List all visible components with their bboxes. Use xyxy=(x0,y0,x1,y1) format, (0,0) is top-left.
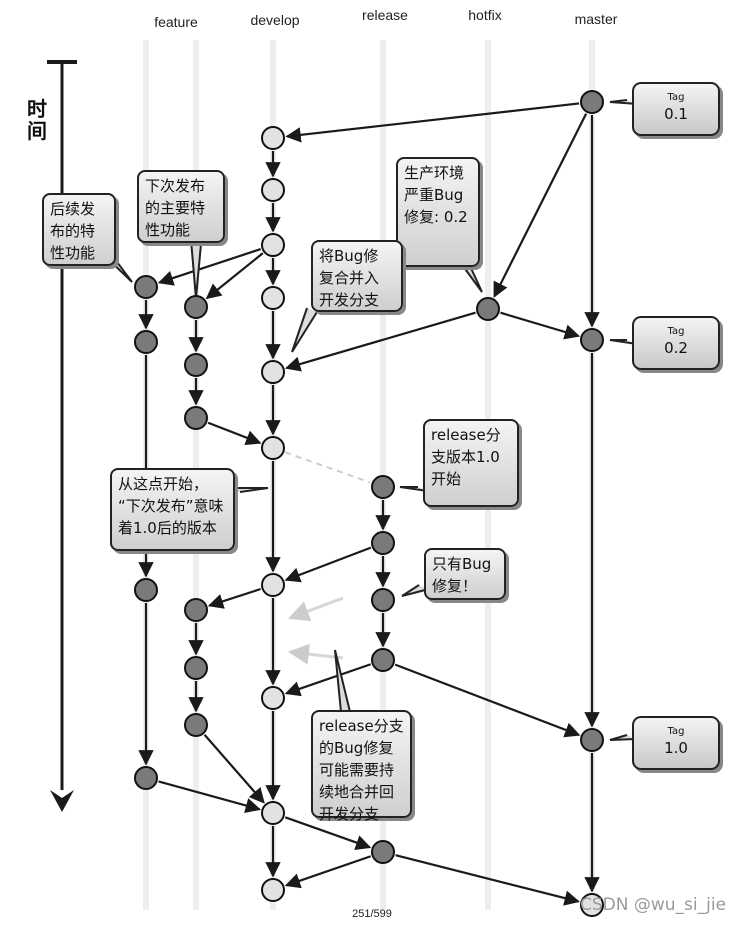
commit-node-d8 xyxy=(261,686,285,710)
tag-1-0-label: Tag xyxy=(667,726,685,737)
lane-label-hotfix: hotfix xyxy=(468,7,502,23)
callout-tail-7 xyxy=(334,649,352,717)
commit-node-d4 xyxy=(261,286,285,310)
tag-0-2-label: Tag xyxy=(667,326,685,337)
callout-tail-1 xyxy=(190,239,202,299)
callout-tail-8 xyxy=(609,99,638,105)
edge-r5-d10 xyxy=(284,855,372,889)
commit-node-f2a xyxy=(184,295,208,319)
callout-tail-4 xyxy=(399,486,429,492)
edge-r4-m3 xyxy=(394,663,581,738)
callout-follow-up-features: 后续发 布的特 性功能 xyxy=(42,193,116,266)
edge-h1-m2 xyxy=(500,311,581,340)
callout-tail-5 xyxy=(230,487,269,493)
callout-only-bugfix: 只有Bug 修复！ xyxy=(424,548,506,600)
commit-node-f2d xyxy=(184,598,208,622)
commit-node-m4 xyxy=(580,893,604,917)
edge-r3-d7g xyxy=(288,596,344,622)
callout-release-continuous-merge: release分支 的Bug修复 可能需要持 续地合并回 开发分支 xyxy=(311,710,412,823)
commit-node-f2e xyxy=(184,656,208,680)
commit-node-d2 xyxy=(261,178,285,202)
commit-node-d10 xyxy=(261,878,285,902)
callout-production-bugfix: 生产环境 严重Bug 修复: 0.2 xyxy=(396,157,480,267)
commit-node-r1 xyxy=(371,475,395,499)
commit-node-d1 xyxy=(261,126,285,150)
tag-0-2: Tag 0.2 xyxy=(632,316,720,370)
callout-tail-9 xyxy=(609,339,638,345)
commit-node-r5 xyxy=(371,840,395,864)
commit-node-f1b xyxy=(134,330,158,354)
commit-node-r4 xyxy=(371,648,395,672)
tag-0-2-version: 0.2 xyxy=(664,339,688,357)
edge-r2-d7 xyxy=(284,546,372,583)
commit-node-f2c xyxy=(184,406,208,430)
page-number: 251/599 xyxy=(352,908,392,920)
edge-f1d-d9 xyxy=(158,780,261,814)
lane-label-release: release xyxy=(362,7,408,23)
time-axis xyxy=(47,60,77,812)
commit-node-m3 xyxy=(580,728,604,752)
callout-tail-2 xyxy=(459,261,483,293)
callout-next-release-features: 下次发布 的主要特 性功能 xyxy=(137,170,225,243)
commit-node-f1a xyxy=(134,275,158,299)
lane-label-master: master xyxy=(574,11,618,27)
callout-tail-3 xyxy=(291,307,318,353)
edge-h1-d5 xyxy=(284,311,476,372)
callout-release-branch-start: release分 支版本1.0 开始 xyxy=(423,419,519,507)
commit-node-f2f xyxy=(184,713,208,737)
commit-node-m2 xyxy=(580,328,604,352)
commit-node-f2b xyxy=(184,353,208,377)
edge-r4-d8g xyxy=(287,643,344,665)
edge-d3-f1a xyxy=(157,248,262,286)
commit-node-r3 xyxy=(371,588,395,612)
commit-node-m1 xyxy=(580,90,604,114)
commit-node-d7 xyxy=(261,573,285,597)
edge-f2f-d9 xyxy=(203,734,265,804)
commit-node-r2 xyxy=(371,531,395,555)
edge-d7-f2d xyxy=(207,587,261,609)
watermark: CSDN @wu_si_jie xyxy=(580,895,727,915)
callout-from-this-point: 从这点开始， “下次发布”意味 着1.0后的版本 xyxy=(110,468,235,551)
commit-node-d3 xyxy=(261,233,285,257)
tag-1-0: Tag 1.0 xyxy=(632,716,720,770)
commit-node-h1 xyxy=(476,297,500,321)
callout-tail-10 xyxy=(609,734,638,741)
lane-label-develop: develop xyxy=(250,12,300,28)
tag-0-1-version: 0.1 xyxy=(664,105,688,123)
edge-m1-h1 xyxy=(493,113,588,298)
commit-node-d9 xyxy=(261,801,285,825)
edge-r5-m4 xyxy=(395,854,580,906)
commit-node-f1d xyxy=(134,766,158,790)
commit-node-d6 xyxy=(261,436,285,460)
time-axis-label: 时间 xyxy=(27,97,47,143)
edge-d9-r5 xyxy=(284,816,372,850)
edge-m1-d1 xyxy=(285,102,580,143)
edge-d3-f2a xyxy=(205,252,264,300)
commit-node-d5 xyxy=(261,360,285,384)
callout-tail-6 xyxy=(401,584,430,597)
edge-d6-r1 xyxy=(284,451,371,484)
lane-label-feature: feature xyxy=(154,14,198,30)
edge-r4-d8 xyxy=(284,663,372,697)
tag-1-0-version: 1.0 xyxy=(664,739,688,757)
edge-f2c-d6 xyxy=(207,421,262,446)
tag-0-1: Tag 0.1 xyxy=(632,82,720,136)
commit-node-f1c xyxy=(134,578,158,602)
callout-merge-bugfix-develop: 将Bug修 复合并入 开发分支 xyxy=(311,240,403,312)
commit-nodes xyxy=(134,90,604,917)
tag-0-1-label: Tag xyxy=(667,92,685,103)
